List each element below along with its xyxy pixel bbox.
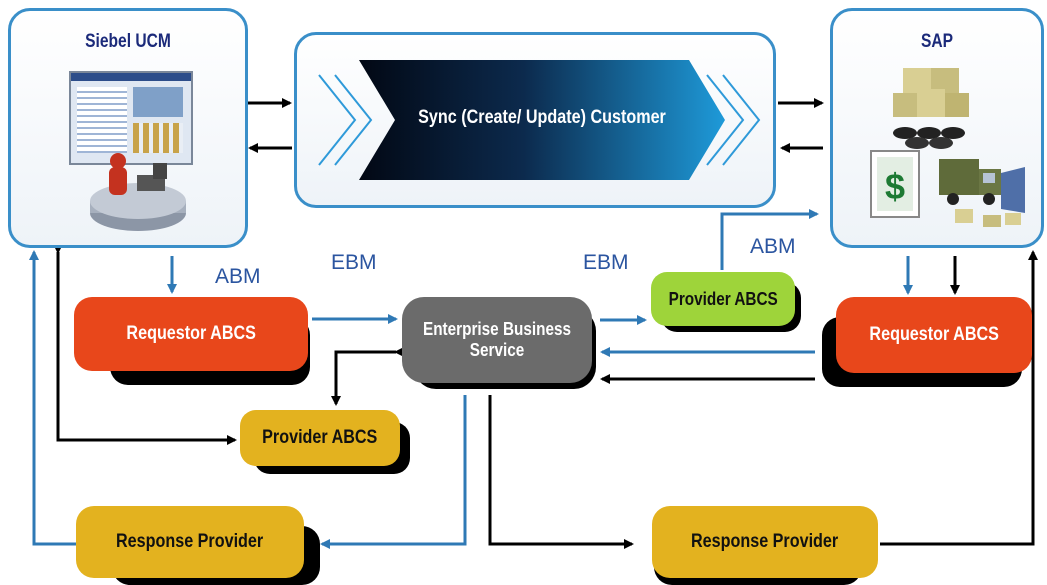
warehouse-icon: $	[870, 68, 1025, 227]
arrow-response-right-to-sap	[880, 250, 1038, 546]
user-desk-icon	[90, 153, 186, 231]
response-provider-right-label: Response Provider	[691, 531, 839, 553]
sap-title: SAP	[920, 31, 954, 52]
arrow-ucm-to-provider-yellow	[53, 244, 237, 445]
process-chevron-graphic	[318, 60, 761, 180]
screen-window-icon	[69, 71, 193, 165]
provider-abcs-yellow: Provider ABCS	[240, 410, 412, 476]
abm-label-right: ABM	[750, 235, 796, 258]
arrow-provider-green-to-sap	[720, 209, 819, 270]
sap-box: SAP $	[830, 8, 1044, 248]
requestor-abcs-right: Requestor ABCS	[818, 297, 1036, 389]
chevron-right-1	[706, 74, 745, 166]
provider-abcs-green-label: Provider ABCS	[668, 288, 778, 309]
ebs-label: Enterprise Business Service	[423, 319, 571, 360]
arrow-response-left-to-ucm	[29, 250, 78, 546]
abm-label-left: ABM	[215, 265, 261, 288]
svg-text:$: $	[885, 166, 905, 207]
response-provider-left: Response Provider	[76, 506, 322, 585]
siebel-ucm-box: Siebel UCM	[8, 8, 248, 248]
arrow-ebs-to-response-left	[320, 395, 467, 549]
requestor-abcs-left-label: Requestor ABCS	[126, 323, 256, 345]
requestor-abcs-right-label: Requestor ABCS	[869, 324, 999, 346]
provider-abcs-yellow-label: Provider ABCS	[262, 427, 378, 449]
response-provider-left-label: Response Provider	[116, 531, 264, 553]
provider-abcs-green: Provider ABCS	[651, 272, 803, 334]
requestor-abcs-left: Requestor ABCS	[74, 297, 314, 387]
ebm-label-left: EBM	[331, 251, 377, 274]
sync-process-box: Sync (Create/ Update) Customer	[294, 32, 776, 208]
enterprise-business-service: Enterprise Business Service	[402, 297, 598, 393]
chevron-left-1	[318, 74, 357, 166]
arrow-ebs-to-response-right	[488, 395, 634, 549]
arrow-ebs-to-provider-yellow	[331, 347, 404, 406]
siebel-ucm-title: Siebel UCM	[85, 31, 171, 52]
ebm-label-right: EBM	[583, 251, 629, 274]
chevron-left-2	[334, 74, 373, 166]
chevron-main	[359, 60, 725, 180]
response-provider-right: Response Provider	[650, 506, 888, 585]
sync-process-title: Sync (Create/ Update) Customer	[418, 107, 666, 128]
chevron-right-2	[722, 74, 761, 166]
